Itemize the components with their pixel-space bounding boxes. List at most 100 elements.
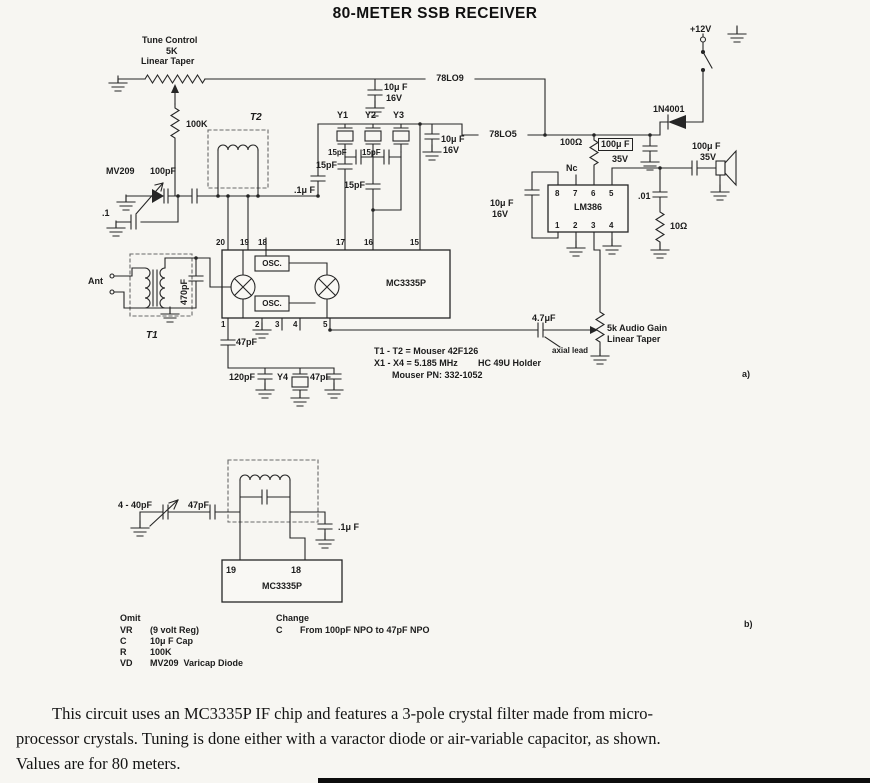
crystal-y4-icon — [291, 376, 309, 388]
label-mc-pin16: 16 — [364, 238, 373, 247]
diode-1n4001-icon — [668, 115, 686, 129]
label-p1uf-b: .1μ F — [338, 522, 360, 532]
label-omit-title: Omit — [120, 613, 141, 623]
caption-paragraph: This circuit uses an MC3335P IF chip and… — [16, 701, 862, 776]
label-omit-r-desc: 100K — [150, 647, 172, 657]
label-t1: T1 — [146, 330, 158, 341]
label-mc-pin20: 20 — [216, 238, 225, 247]
label-100ohm: 100Ω — [560, 137, 583, 147]
label-y4: Y4 — [277, 372, 289, 382]
label-figure-b: b) — [744, 619, 753, 629]
label-linear-taper: Linear Taper — [141, 56, 195, 66]
label-mv209: MV209 — [106, 166, 135, 176]
scan-edge-artifact — [318, 778, 870, 783]
ground-icon — [315, 532, 335, 549]
antenna-terminal-icon — [109, 289, 115, 295]
varicap-arrow-icon — [135, 182, 164, 215]
label-omit-c: C — [120, 636, 127, 646]
label-mc-pin4: 4 — [293, 320, 298, 329]
label-15pf-2: 15pF — [362, 148, 381, 157]
label-120pf: 120pF — [229, 372, 256, 382]
label-15pf-3: 15pF — [316, 160, 338, 170]
label-78lo5: 78LO5 — [489, 129, 517, 139]
label-lm386-pin5: 5 — [609, 189, 614, 198]
label-1n4001: 1N4001 — [653, 104, 685, 114]
label-lm386-pin2: 2 — [573, 221, 578, 230]
label-omit-vd-desc: MV209 Varicap Diode — [150, 658, 244, 668]
label-tune-5k: 5K — [166, 46, 178, 56]
label-lm386-pin4: 4 — [609, 221, 614, 230]
label-omit-c-desc: 10μ F Cap — [150, 636, 194, 646]
label-10ohm: 10Ω — [670, 221, 688, 231]
ground-icon — [590, 348, 610, 365]
label-omit-vr-desc: (9 volt Reg) — [150, 625, 200, 635]
circuit-b-drawing — [139, 459, 343, 603]
label-plus12v: +12V — [690, 24, 712, 34]
label-figure-a: a) — [742, 369, 751, 379]
label-16v-a: 16V — [386, 93, 403, 103]
label-mc-pin2: 2 — [255, 320, 260, 329]
label-osc1: OSC. — [262, 259, 282, 268]
ic-mc3335p-partial — [221, 559, 343, 603]
antenna-terminal-icon — [109, 273, 115, 279]
label-470pf: 470pF — [179, 278, 189, 305]
ground-icon — [324, 382, 344, 399]
label-100k: 100K — [186, 119, 208, 129]
crystal-y1-icon — [336, 130, 354, 142]
variable-cap-arrow-icon — [149, 499, 179, 527]
label-47pf-b: 47pF — [310, 372, 332, 382]
label-mc-pin3: 3 — [275, 320, 280, 329]
label-15pf-4: 15pF — [344, 180, 366, 190]
label-note-2b: HC 49U Holder — [478, 358, 542, 368]
label-p1uf-a: .1μ F — [294, 185, 316, 195]
caption-line-2: processor crystals. Tuning is done eithe… — [16, 729, 661, 748]
transformer-t1-antenna — [109, 253, 232, 317]
label-lm386-pin3: 3 — [591, 221, 596, 230]
ground-icon — [130, 520, 150, 537]
label-10uf-c: 10μ F — [490, 198, 514, 208]
label-35v-a: 35V — [612, 154, 629, 164]
label-y2: Y2 — [365, 110, 377, 120]
label-b-pin19: 19 — [226, 565, 237, 575]
label-ant: Ant — [88, 276, 103, 286]
label-note-2: X1 - X4 = 5.185 MHz — [374, 358, 458, 368]
label-4p7uf: 4.7μF — [532, 313, 556, 323]
label-audio-gain-taper: Linear Taper — [607, 334, 661, 344]
label-lm386-pin6: 6 — [591, 189, 596, 198]
label-mc-pin1: 1 — [221, 320, 226, 329]
label-lm386-pin8: 8 — [555, 189, 560, 198]
ic-lm386-output — [524, 149, 737, 251]
bfo-network — [220, 317, 342, 399]
ground-icon — [710, 184, 730, 201]
label-t2: T2 — [250, 112, 262, 123]
label-change-c-desc: From 100pF NPO to 47pF NPO — [300, 625, 430, 635]
label-100pf: 100pF — [150, 166, 177, 176]
axial-lead-pointer-icon — [544, 336, 561, 348]
label-omit-vr: VR — [120, 625, 133, 635]
label-16v-c: 16V — [492, 209, 509, 219]
caption-line-1: This circuit uses an MC3335P IF chip and… — [52, 704, 654, 723]
label-mc-pin17: 17 — [336, 238, 345, 247]
ic-mc3335p — [221, 249, 451, 319]
label-mc3335p: MC3335P — [386, 278, 427, 288]
crystal-filter — [310, 123, 421, 251]
speaker-cone-icon — [724, 149, 737, 187]
label-mc-pin19: 19 — [240, 238, 249, 247]
ground-icon — [106, 220, 126, 237]
label-mc-pin15: 15 — [410, 238, 419, 247]
ground-icon — [116, 194, 136, 211]
label-tune-control: Tune Control — [142, 35, 198, 45]
ground-icon — [650, 242, 670, 259]
wires-tuning-section — [115, 73, 319, 230]
label-10uf-a: 10μ F — [384, 82, 408, 92]
label-lm386: LM386 — [573, 202, 602, 212]
label-10uf-b: 10μ F — [441, 134, 465, 144]
crystal-y3-icon — [392, 130, 410, 142]
label-mc-pin5: 5 — [323, 320, 328, 329]
ground-icon — [602, 238, 622, 255]
label-35v-b: 35V — [700, 152, 717, 162]
label-nc: Nc — [566, 163, 578, 173]
label-y1: Y1 — [337, 110, 349, 120]
speaker-icon — [715, 160, 726, 176]
